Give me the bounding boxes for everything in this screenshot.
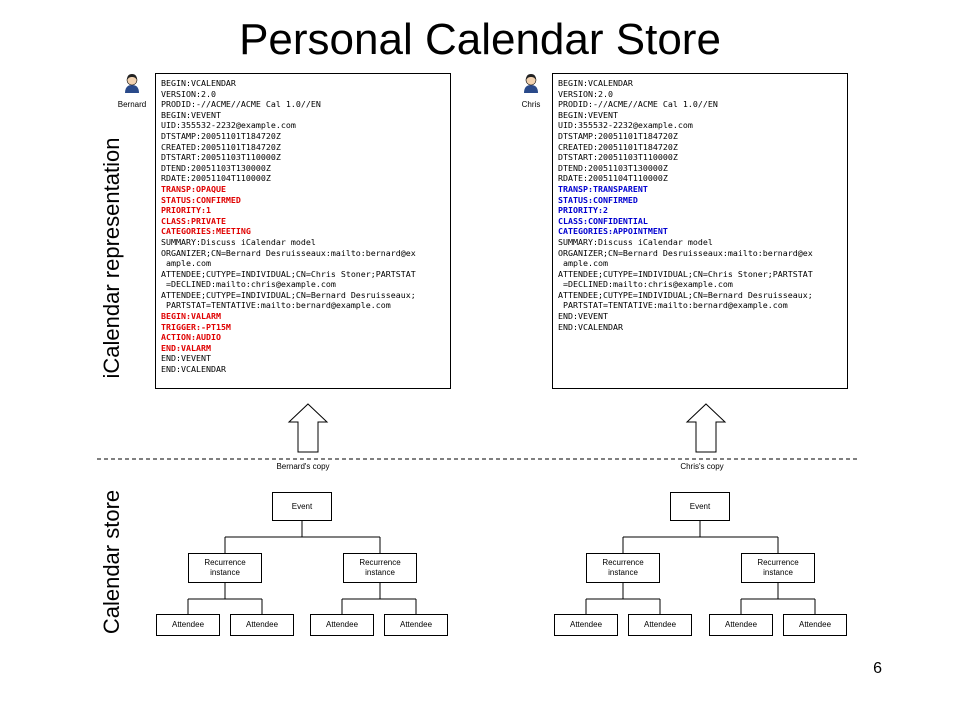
recurrence-instance-box-label: Recurrence instance xyxy=(359,558,401,577)
icalendar-line: ORGANIZER;CN=Bernard Desruisseaux:mailto… xyxy=(558,247,813,258)
attendee-box: Attendee xyxy=(554,614,618,636)
icalendar-line: VERSION:2.0 xyxy=(558,88,613,99)
event-box: Event xyxy=(670,492,730,521)
icalendar-line: PRODID:-//ACME//ACME Cal 1.0//EN xyxy=(558,99,718,110)
icalendar-line: RDATE:20051104T110000Z xyxy=(161,173,271,184)
icalendar-line: PARTSTAT=TENTATIVE:mailto:bernard@exampl… xyxy=(558,300,788,311)
icalendar-line: BEGIN:VALARM xyxy=(161,311,221,322)
recurrence-instance-box: Recurrence instance xyxy=(188,553,262,583)
icalendar-line: ATTENDEE;CUTYPE=INDIVIDUAL;CN=Bernard De… xyxy=(558,289,813,300)
icalendar-line: ORGANIZER;CN=Bernard Desruisseaux:mailto… xyxy=(161,247,416,258)
icalendar-line: ATTENDEE;CUTYPE=INDIVIDUAL;CN=Chris Ston… xyxy=(558,268,813,279)
icalendar-line: TRANSP:TRANSPARENT xyxy=(558,183,648,194)
icalendar-line: PRODID:-//ACME//ACME Cal 1.0//EN xyxy=(161,99,321,110)
page-number: 6 xyxy=(873,660,882,677)
icalendar-line: ATTENDEE;CUTYPE=INDIVIDUAL;CN=Chris Ston… xyxy=(161,268,416,279)
slide-title: Personal Calendar Store xyxy=(239,15,721,64)
attendee-box: Attendee xyxy=(783,614,847,636)
icalendar-line: SUMMARY:Discuss iCalendar model xyxy=(161,236,316,247)
attendee-box-label: Attendee xyxy=(245,620,279,629)
icalendar-line: ample.com xyxy=(558,258,608,269)
icalendar-line: SUMMARY:Discuss iCalendar model xyxy=(558,236,713,247)
recurrence-instance-box: Recurrence instance xyxy=(741,553,815,583)
icalendar-line: DTSTART:20051103T110000Z xyxy=(558,152,678,163)
icalendar-line: CREATED:20051101T184720Z xyxy=(558,141,678,152)
icalendar-line: BEGIN:VCALENDAR xyxy=(161,78,236,88)
up-arrow-icon xyxy=(685,403,727,453)
up-arrow-icon xyxy=(287,403,329,453)
attendee-box: Attendee xyxy=(156,614,220,636)
icalendar-line: UID:355532-2232@example.com xyxy=(161,120,296,131)
chris-person: Chris xyxy=(511,72,551,110)
icalendar-line: END:VEVENT xyxy=(161,353,211,364)
icalendar-line: DTEND:20051103T130000Z xyxy=(558,162,668,173)
icalendar-line: UID:355532-2232@example.com xyxy=(558,120,693,131)
recurrence-instance-box-label: Recurrence instance xyxy=(204,558,246,577)
recurrence-instance-box: Recurrence instance xyxy=(586,553,660,583)
person-icon xyxy=(125,74,139,93)
chris-copy-label: Chris's copy xyxy=(680,462,724,471)
attendee-box-label: Attendee xyxy=(724,620,758,629)
attendee-box-label: Attendee xyxy=(569,620,603,629)
icalendar-line: END:VEVENT xyxy=(558,311,608,322)
icalendar-line: DTEND:20051103T130000Z xyxy=(161,162,271,173)
icalendar-line: END:VALARM xyxy=(161,342,211,353)
icalendar-line: PRIORITY:2 xyxy=(558,205,608,216)
icalendar-line: TRIGGER:-PT15M xyxy=(161,321,231,332)
bernard-person: Bernard xyxy=(112,72,152,110)
icalendar-line: PARTSTAT=TENTATIVE:mailto:bernard@exampl… xyxy=(161,300,391,311)
event-box: Event xyxy=(272,492,332,521)
event-box-label: Event xyxy=(689,501,711,511)
attendee-box: Attendee xyxy=(384,614,448,636)
attendee-box-label: Attendee xyxy=(325,620,359,629)
recurrence-instance-box-label: Recurrence instance xyxy=(602,558,644,577)
person-icon xyxy=(524,74,538,93)
icalendar-line: BEGIN:VEVENT xyxy=(161,109,221,120)
icalendar-line: CATEGORIES:MEETING xyxy=(161,226,251,237)
icalendar-line: CREATED:20051101T184720Z xyxy=(161,141,281,152)
icalendar-line: STATUS:CONFIRMED xyxy=(161,194,241,205)
icalendar-line: VERSION:2.0 xyxy=(161,88,216,99)
icalendar-line: TRANSP:OPAQUE xyxy=(161,183,226,194)
person-name: Chris xyxy=(521,100,541,109)
icalendar-line: =DECLINED:mailto:chris@example.com xyxy=(558,279,733,290)
icalendar-line: CLASS:CONFIDENTIAL xyxy=(558,215,648,226)
icalendar-line: END:VCALENDAR xyxy=(558,321,623,332)
bernard-copy-label: Bernard's copy xyxy=(276,462,330,471)
icalendar-line: DTSTAMP:20051101T184720Z xyxy=(558,130,678,141)
attendee-box: Attendee xyxy=(628,614,692,636)
attendee-box: Attendee xyxy=(709,614,773,636)
event-box-label: Event xyxy=(291,501,313,511)
icalendar-line: CATEGORIES:APPOINTMENT xyxy=(558,226,668,237)
recurrence-instance-box: Recurrence instance xyxy=(343,553,417,583)
icalendar-line: ACTION:AUDIO xyxy=(161,332,221,343)
recurrence-instance-box-label: Recurrence instance xyxy=(757,558,799,577)
attendee-box-label: Attendee xyxy=(171,620,205,629)
icalendar-line: ample.com xyxy=(161,258,211,269)
icalendar-line: BEGIN:VEVENT xyxy=(558,109,618,120)
icalendar-line: BEGIN:VCALENDAR xyxy=(558,78,633,88)
attendee-box: Attendee xyxy=(230,614,294,636)
icalendar-line: DTSTART:20051103T110000Z xyxy=(161,152,281,163)
icalendar-line: RDATE:20051104T110000Z xyxy=(558,173,668,184)
icalendar-line: PRIORITY:1 xyxy=(161,205,211,216)
attendee-box-label: Attendee xyxy=(399,620,433,629)
attendee-box: Attendee xyxy=(310,614,374,636)
person-name: Bernard xyxy=(117,100,147,109)
icalendar-line: ATTENDEE;CUTYPE=INDIVIDUAL;CN=Bernard De… xyxy=(161,289,416,300)
icalendar-line: STATUS:CONFIRMED xyxy=(558,194,638,205)
attendee-box-label: Attendee xyxy=(643,620,677,629)
icalendar-line: CLASS:PRIVATE xyxy=(161,215,226,226)
icalendar-line: =DECLINED:mailto:chris@example.com xyxy=(161,279,336,290)
attendee-box-label: Attendee xyxy=(798,620,832,629)
icalendar-line: DTSTAMP:20051101T184720Z xyxy=(161,130,281,141)
icalendar-line: END:VCALENDAR xyxy=(161,364,226,375)
